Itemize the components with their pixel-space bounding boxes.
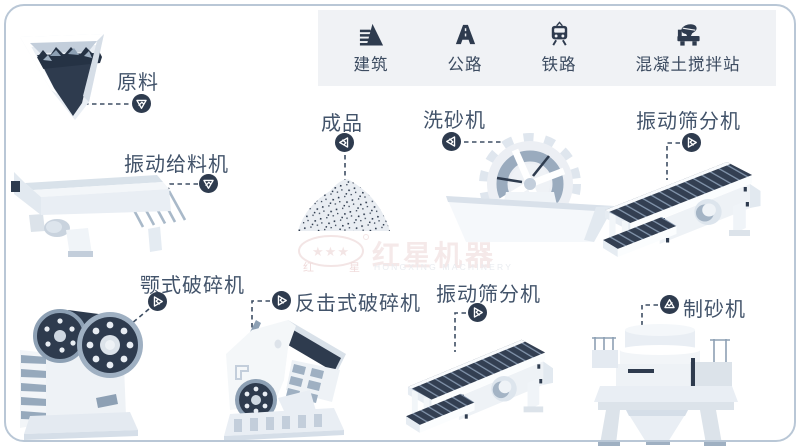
label-sand-washer: 洗砂机 xyxy=(423,110,486,132)
svg-text:红: 红 xyxy=(303,261,314,274)
panel-item-label: 铁路 xyxy=(541,56,577,74)
watermark-brand-en: HONGXING MACHINERY xyxy=(374,262,514,272)
applications-panel: 建筑 公路 铁路 混凝土搅拌站 xyxy=(318,10,776,86)
illustration-vibrating-screen-top xyxy=(603,162,761,257)
connector-vibrating-screen-top xyxy=(666,142,680,180)
illustration-vibrating-screen-bottom xyxy=(406,339,553,433)
badge-vibrating-screen-bottom xyxy=(468,303,487,322)
label-finished-product: 成品 xyxy=(321,113,363,135)
illustration-vibrating-feeder xyxy=(11,164,190,257)
badge-sand-washer xyxy=(442,132,461,151)
label-raw-material: 原料 xyxy=(117,72,159,94)
building-icon xyxy=(359,23,383,46)
connector-vibrating-screen-bottom xyxy=(454,312,466,352)
label-jaw-crusher: 颚式破碎机 xyxy=(140,275,245,297)
illustration-finished-product xyxy=(298,179,390,231)
illustration-sand-washer xyxy=(446,133,614,242)
connector-impact-crusher xyxy=(251,300,270,332)
label-vibrating-feeder: 振动给料机 xyxy=(124,154,229,176)
panel-item-label: 混凝土搅拌站 xyxy=(635,56,741,74)
panel-item-railway: 铁路 xyxy=(542,21,577,75)
illustration-impact-crusher xyxy=(224,320,346,441)
label-vibrating-screen-bottom: 振动筛分机 xyxy=(436,284,541,306)
badge-impact-crusher xyxy=(272,291,291,310)
watermark-brand-cn: 红星机器 xyxy=(372,240,497,271)
panel-item-highway: 公路 xyxy=(448,21,483,75)
panel-item-concrete-plant: 混凝土搅拌站 xyxy=(636,21,741,75)
highway-icon xyxy=(455,24,475,45)
illustration-raw-material xyxy=(20,34,104,120)
svg-text:★★★: ★★★ xyxy=(312,244,350,259)
label-sand-maker: 制砂机 xyxy=(683,299,746,321)
label-vibrating-screen-top: 振动筛分机 xyxy=(636,111,741,133)
panel-item-building: 建筑 xyxy=(354,21,389,75)
panel-item-label: 公路 xyxy=(447,56,483,74)
label-impact-crusher: 反击式破碎机 xyxy=(295,293,421,315)
badge-finished-product xyxy=(335,133,354,152)
badge-vibrating-screen-top xyxy=(682,133,701,152)
badge-vibrating-feeder xyxy=(199,174,218,193)
connector-jaw-crusher xyxy=(130,308,150,325)
illustration-sand-maker xyxy=(592,324,738,446)
concrete-plant-icon xyxy=(676,24,700,46)
badge-sand-maker xyxy=(660,295,679,314)
panel-item-label: 建筑 xyxy=(353,56,389,74)
svg-text:星: 星 xyxy=(349,261,360,274)
illustration-jaw-crusher xyxy=(20,309,143,440)
badge-raw-material xyxy=(132,94,151,113)
railway-icon xyxy=(551,21,567,46)
watermark-logo: ★★★ 红 星 xyxy=(298,234,369,274)
connector-sand-maker xyxy=(641,304,658,326)
badge-jaw-crusher xyxy=(148,292,167,311)
